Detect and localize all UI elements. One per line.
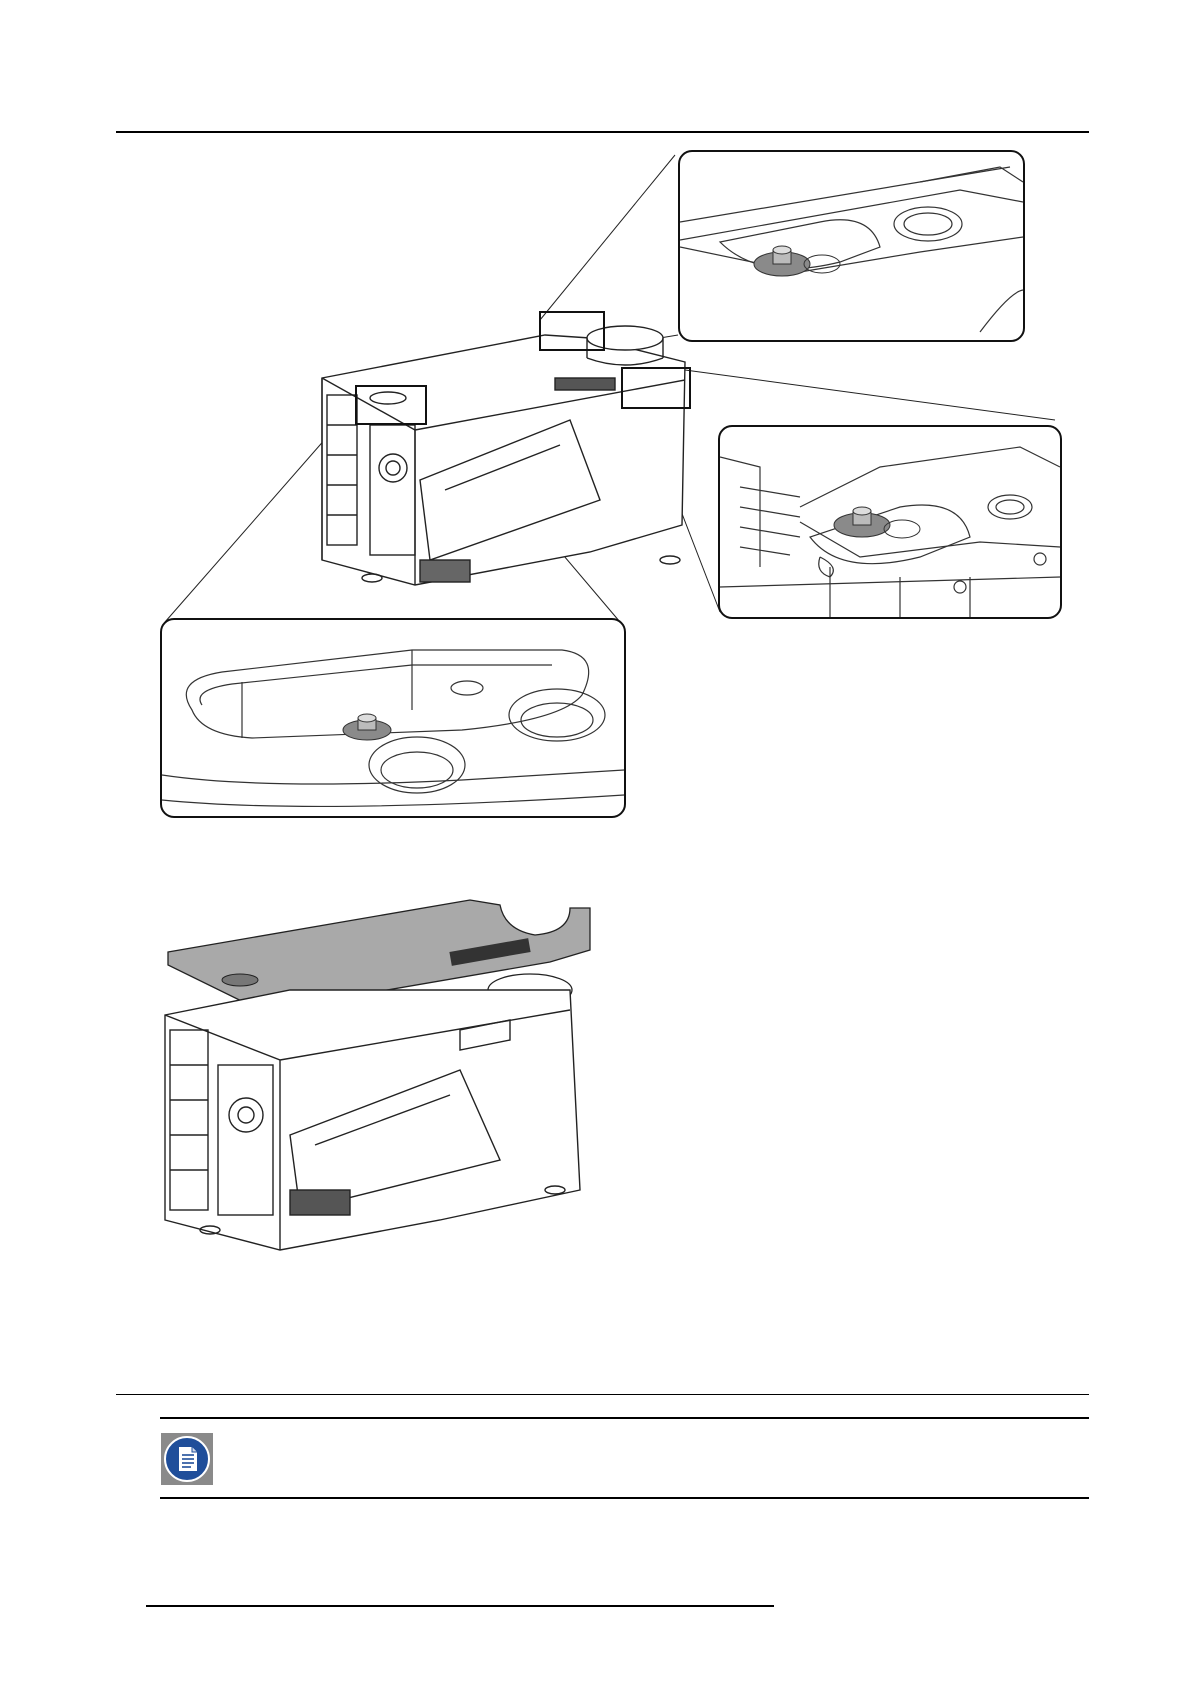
detail-rear-right-screw [718,425,1062,619]
note-icon [161,1433,213,1485]
detail-rear-left-screw [678,150,1025,342]
section-rule [116,1394,1089,1395]
detail-front-screw [160,618,626,818]
note-bottom-rule [160,1497,1089,1499]
note-top-rule [160,1417,1089,1419]
projector-drawing [322,326,685,585]
leader-line [540,155,675,320]
footer-rule [146,1605,774,1607]
figure-top-cover-removal [150,890,610,1270]
